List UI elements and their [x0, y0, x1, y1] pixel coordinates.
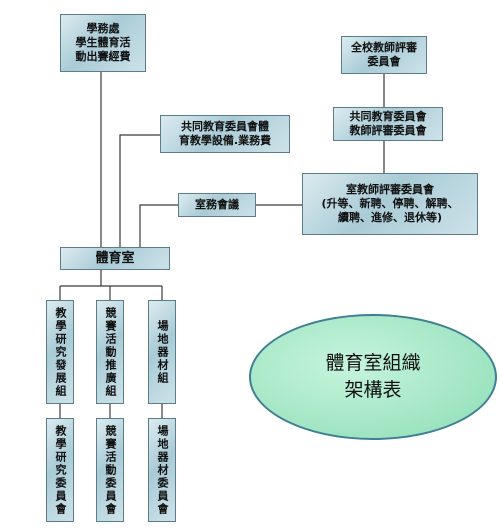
teaching-research-committee-box: 教學研究委員會 — [46, 418, 74, 522]
sports-activity-group-box: 競賽活動推廣組 — [96, 300, 124, 404]
school-review-committee-box: 全校教師評審 委員會 — [341, 36, 427, 74]
venue-equipment-group-box: 場地器材組 — [148, 300, 176, 404]
sports-office-box: 體育室 — [60, 247, 170, 270]
joint-committee-facilities-box: 共同教育委員會體 育教學設備.業務費 — [160, 115, 290, 153]
line-facilities-office — [119, 134, 160, 247]
line-meeting-office — [139, 204, 178, 247]
student-sports-fund-box: 學務處 學生體育活 動出賽經費 — [60, 14, 146, 72]
joint-review-committee-box: 共同教育委員會 教師評審委員會 — [333, 107, 443, 141]
org-chart-title: 體育室組織 架構表 — [249, 314, 497, 440]
office-meeting-box: 室務會議 — [178, 193, 256, 217]
sports-activity-committee-box: 競賽活動委員會 — [96, 418, 124, 522]
teaching-research-group-box: 教學研究發展組 — [46, 300, 74, 404]
venue-equipment-committee-box: 場地器材委員會 — [148, 418, 176, 522]
office-review-committee-box: 室教師評審委員會 (升等、新聘、停聘、解聘、 續聘、進修、退休等) — [302, 173, 478, 235]
